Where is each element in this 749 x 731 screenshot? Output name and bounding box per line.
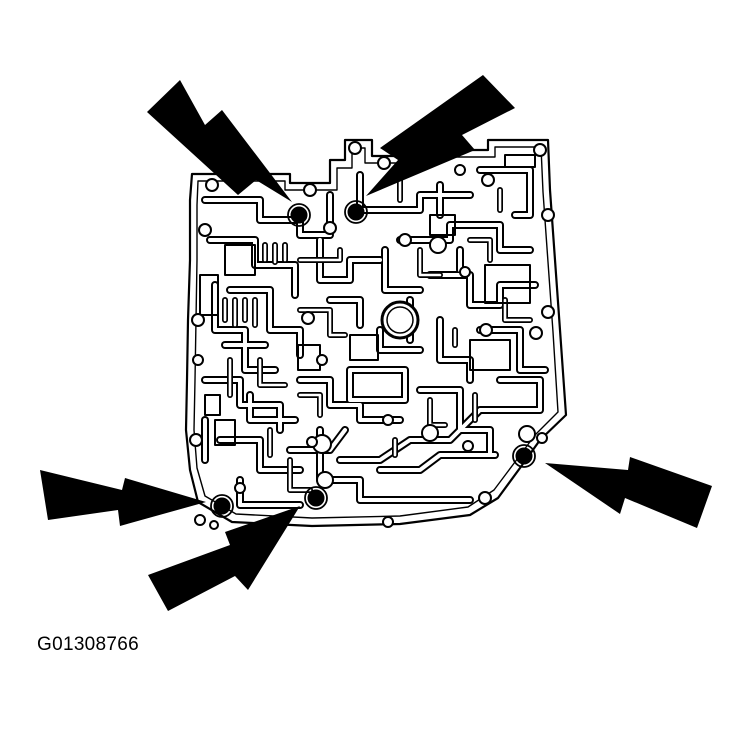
- callout-dots: [213, 203, 533, 515]
- callout-dot-3: [213, 497, 231, 515]
- arrow-right: [545, 457, 712, 528]
- arrow-top-left: [147, 80, 292, 202]
- callout-dot-2: [347, 203, 365, 221]
- callout-dot-4: [307, 489, 325, 507]
- callout-arrows: [40, 75, 712, 611]
- callout-dot-5: [515, 447, 533, 465]
- arrow-left: [40, 470, 206, 526]
- arrow-top-right: [366, 75, 515, 196]
- ports: [189, 141, 555, 530]
- fluid-passages: [199, 154, 549, 509]
- figure-id-label: G01308766: [37, 634, 140, 655]
- callout-dot-1: [290, 206, 308, 224]
- plate-outline: [184, 138, 568, 528]
- arrow-bottom-left: [148, 506, 300, 611]
